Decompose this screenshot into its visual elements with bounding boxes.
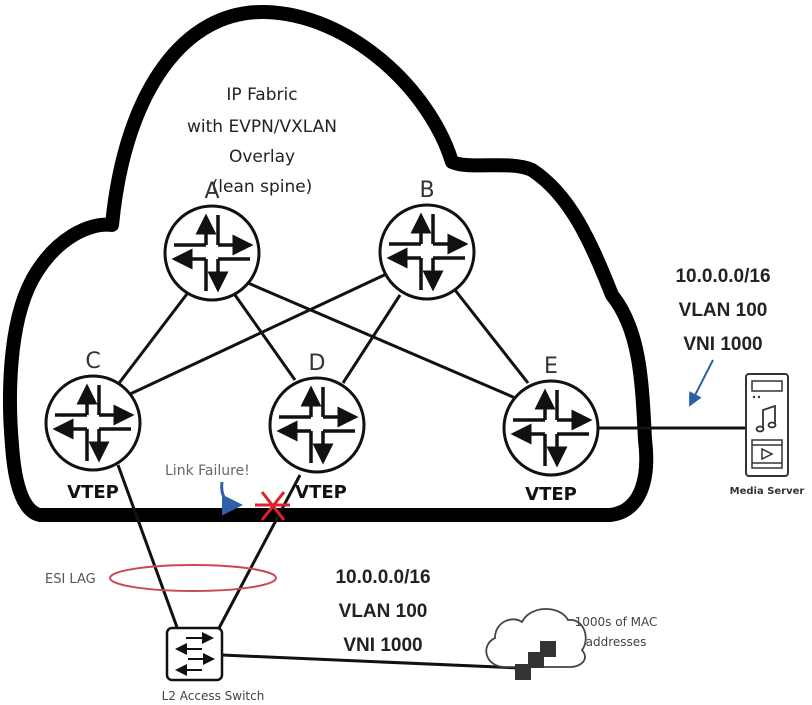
link-c-access-switch [116,464,180,631]
bottom-network-info: 10.0.0.0/16 VLAN 100 VNI 1000 [335,567,430,656]
router-e-vtep-tag: VTEP [525,484,577,505]
link-d-access-switch [216,474,302,631]
title-line-2: with EVPN/VXLAN [187,117,337,137]
right-prefix: 10.0.0.0/16 [675,266,770,287]
bottom-vlan: VLAN 100 [339,601,428,622]
router-e[interactable]: E VTEP [504,354,598,505]
bottom-vni: VNI 1000 [343,635,422,656]
link-switch-mac-cloud [221,653,521,670]
router-c-vtep-tag: VTEP [67,482,119,503]
switch-body [165,626,224,682]
fabric-cloud-outline [3,4,654,522]
link-a-d [233,294,297,381]
access-switch-label: L2 Access Switch [162,689,265,703]
fabric-links [108,268,745,670]
link-a-e [247,281,521,402]
title-line-1: IP Fabric [226,85,297,105]
esi-lag-label: ESI LAG [45,572,96,587]
title-line-3: Overlay [229,147,295,167]
router-a[interactable]: A [165,179,259,300]
right-vni: VNI 1000 [683,334,762,355]
switch-arrows-icon [175,632,215,676]
link-a-c [108,289,192,396]
mac-label-line-1: 1000s of MAC [575,615,658,629]
mac-address-cloud: 1000s of MAC addresses [485,608,658,680]
esi-lag-ellipse [109,564,277,592]
pointer-arrow-icon [689,359,714,407]
music-note-icon [755,404,777,433]
media-server-label: Media Server [730,486,805,497]
link-b-e [453,289,530,384]
router-b[interactable]: B [380,178,474,299]
mac-cloud-outline [485,608,587,668]
server-body [745,373,789,477]
router-b-label: B [419,178,434,203]
fabric-title: IP Fabric with EVPN/VXLAN Overlay (lean … [187,85,337,197]
failure-x-icon [255,491,290,521]
router-a-label: A [204,179,219,204]
link-b-d [341,294,402,384]
router-d-label: D [309,351,326,376]
link-b-c [127,268,396,397]
video-play-icon [751,439,783,469]
server-drive-slot [751,380,783,392]
l2-access-switch[interactable]: L2 Access Switch [162,626,265,703]
router-c-label: C [85,349,100,374]
right-vlan: VLAN 100 [679,300,768,321]
router-d-vtep-tag: VTEP [295,482,347,503]
link-failure-annotation: Link Failure! [165,463,290,521]
right-network-info: 10.0.0.0/16 VLAN 100 VNI 1000 [675,266,771,407]
media-server[interactable]: Media Server [730,373,805,497]
router-e-label: E [544,354,558,379]
router-d[interactable]: D VTEP [270,351,364,503]
title-line-4: (lean spine) [212,177,313,197]
link-failure-label: Link Failure! [165,463,250,479]
mac-block-1 [515,664,531,680]
router-c[interactable]: C VTEP [46,349,140,503]
esi-lag: ESI LAG [45,564,277,592]
mac-block-2 [528,652,544,668]
bottom-prefix: 10.0.0.0/16 [335,567,430,588]
mac-label-line-2: addresses [586,635,647,649]
curved-arrow-icon [220,481,243,516]
